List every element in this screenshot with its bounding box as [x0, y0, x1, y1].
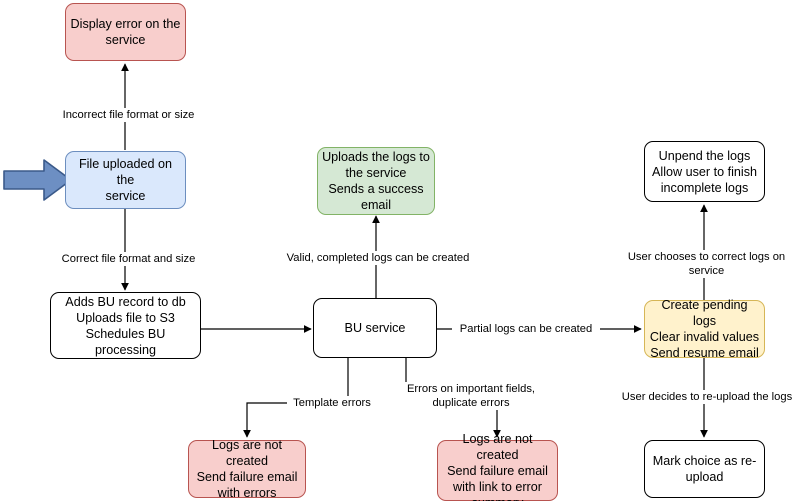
node-logs-not-created-link[interactable]: Logs are not created Send failure email …: [437, 432, 558, 501]
edge-label-valid-logs: Valid, completed logs can be created: [280, 251, 476, 265]
node-bu-service[interactable]: BU service: [313, 298, 437, 358]
node-logs-not-created-errors[interactable]: Logs are not created Send failure email …: [188, 438, 306, 500]
edge-label-template-errors: Template errors: [287, 396, 377, 410]
edge-label-user-reuploads: User decides to re-upload the logs: [615, 390, 799, 404]
node-create-pending-logs[interactable]: Create pending logs Clear invalid values…: [644, 298, 765, 360]
node-unpend-logs[interactable]: Unpend the logs Allow user to finish inc…: [644, 141, 765, 202]
node-file-uploaded[interactable]: File uploaded on the service: [65, 151, 186, 209]
edge-label-correct-format: Correct file format and size: [54, 252, 203, 266]
node-mark-choice[interactable]: Mark choice as re- upload: [644, 440, 765, 498]
node-adds-bu-record[interactable]: Adds BU record to db Uploads file to S3 …: [50, 292, 201, 359]
edge-label-partial-logs: Partial logs can be created: [452, 322, 600, 336]
edge-label-user-corrects: User chooses to correct logs on service: [608, 250, 801, 278]
edge-label-incorrect-format: Incorrect file format or size: [54, 108, 203, 122]
node-display-error[interactable]: Display error on the service: [65, 3, 186, 61]
node-uploads-logs[interactable]: Uploads the logs to the service Sends a …: [317, 147, 435, 215]
entry-arrow-icon: [3, 159, 72, 201]
edge-label-important-errors: Errors on important fields, duplicate er…: [393, 382, 549, 410]
